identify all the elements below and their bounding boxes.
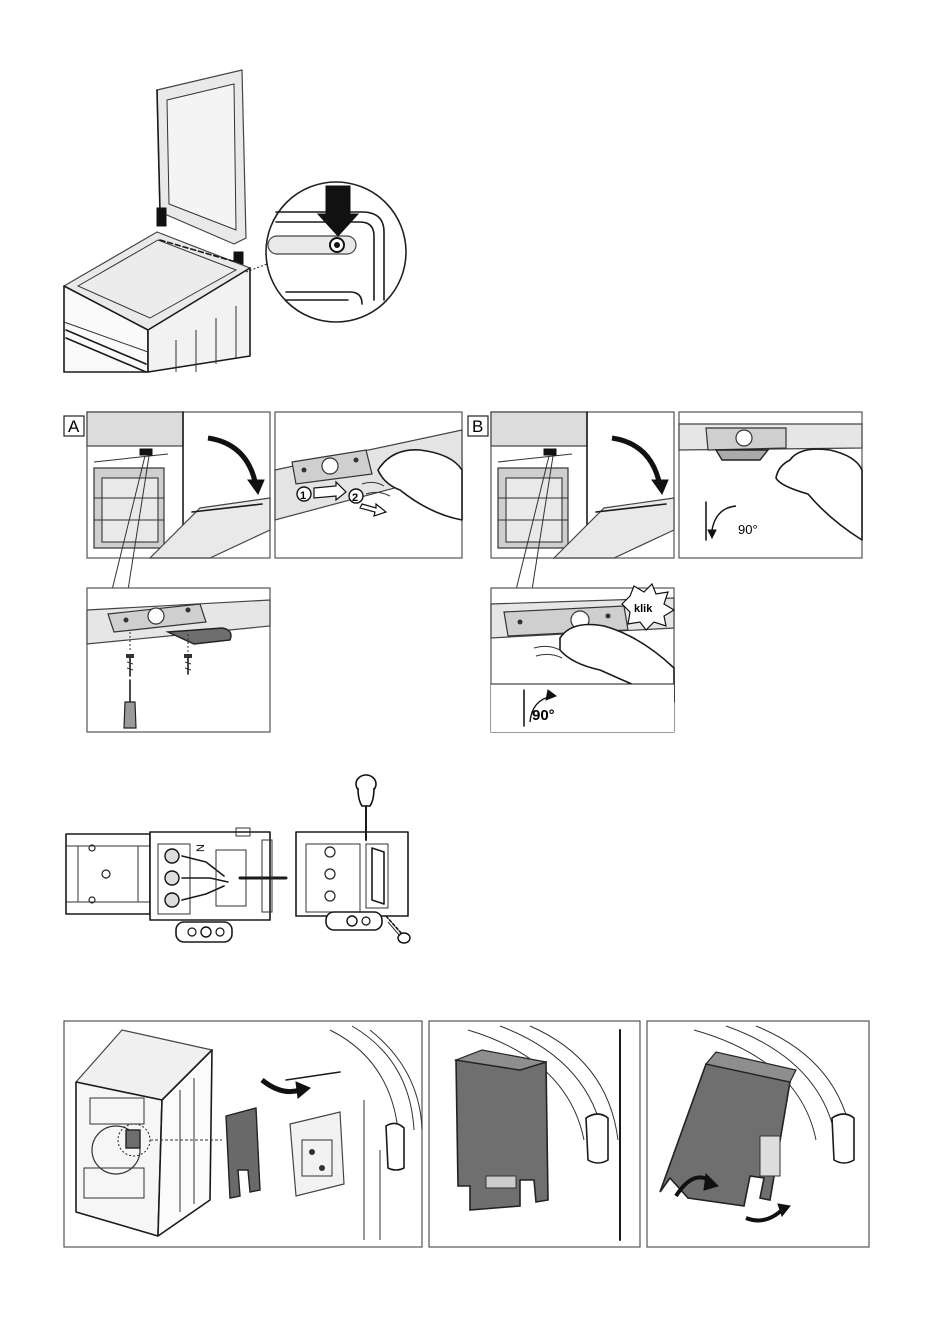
rear-panel-overview (64, 1021, 422, 1247)
angle-90-indicator-c: 90° (491, 684, 674, 732)
panel-a-oven (87, 412, 270, 590)
terminal-mark-n: N (195, 844, 207, 852)
terminal-bracket (176, 922, 232, 942)
panel-a-slide: 1 2 (275, 412, 462, 558)
lid-panel (157, 70, 246, 244)
terminal-screw-3 (165, 893, 179, 907)
cover-closed (456, 1050, 548, 1210)
terminal-block-figure: N (66, 775, 410, 943)
step-2-marker: 2 (349, 489, 363, 504)
rear-panel-cover-open (647, 1021, 869, 1247)
step-1-marker: 1 (297, 487, 311, 502)
down-arrow-left (157, 208, 166, 226)
rear-cover-figure (64, 1021, 869, 1247)
svg-text:2: 2 (352, 492, 358, 504)
panel-a-screws (87, 588, 270, 732)
lid-installation-figure (64, 70, 406, 372)
appliance-body (64, 232, 250, 372)
terminal-screw-1 (165, 849, 179, 863)
cover-plate (296, 832, 408, 930)
svg-text:klik: klik (634, 603, 653, 615)
svg-text:90°: 90° (532, 707, 555, 724)
rear-panel-cover-on (429, 1021, 640, 1247)
label-b: B (472, 417, 483, 436)
panel-b-oven (491, 412, 674, 590)
terminal-body: N (150, 828, 286, 942)
panel-b-rotate: 90° (679, 412, 862, 558)
panel-b-click: klik 90° (491, 584, 674, 732)
bracket-plate (290, 1112, 344, 1196)
svg-text:90°: 90° (738, 522, 758, 537)
terminal-screw-2 (165, 871, 179, 885)
hinge-detail-circle (266, 182, 406, 322)
svg-text:1: 1 (300, 490, 306, 502)
terminal-cover (66, 834, 150, 914)
label-a: A (68, 417, 80, 436)
screw-bottom (386, 916, 410, 943)
door-hinge-figure: A B (64, 412, 862, 732)
screwdriver-top (356, 775, 376, 840)
